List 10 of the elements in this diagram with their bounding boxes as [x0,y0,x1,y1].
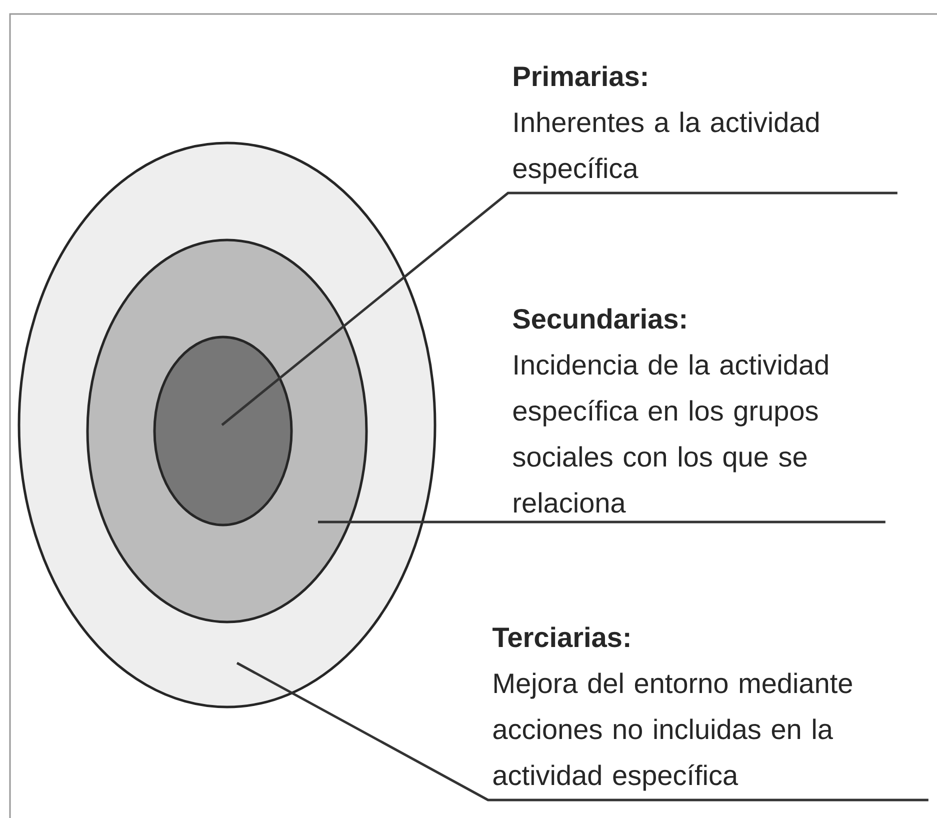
heading: Terciarias: [492,626,630,648]
leader-line [221,192,898,426]
inner-ellipse [153,336,293,526]
leader-line [236,662,928,802]
heading: Secundarias: [513,308,686,329]
description: Incidencia de la actividad específica en los grupos sociales con los que se relaciona [513,354,828,513]
description: Mejora del entorno mediante acciones no incluidas en la actividad específica [493,672,852,791]
leader-line [318,520,886,524]
heading: Primarias: [514,66,646,86]
description: Inherentes a la actividad específica [513,112,819,184]
